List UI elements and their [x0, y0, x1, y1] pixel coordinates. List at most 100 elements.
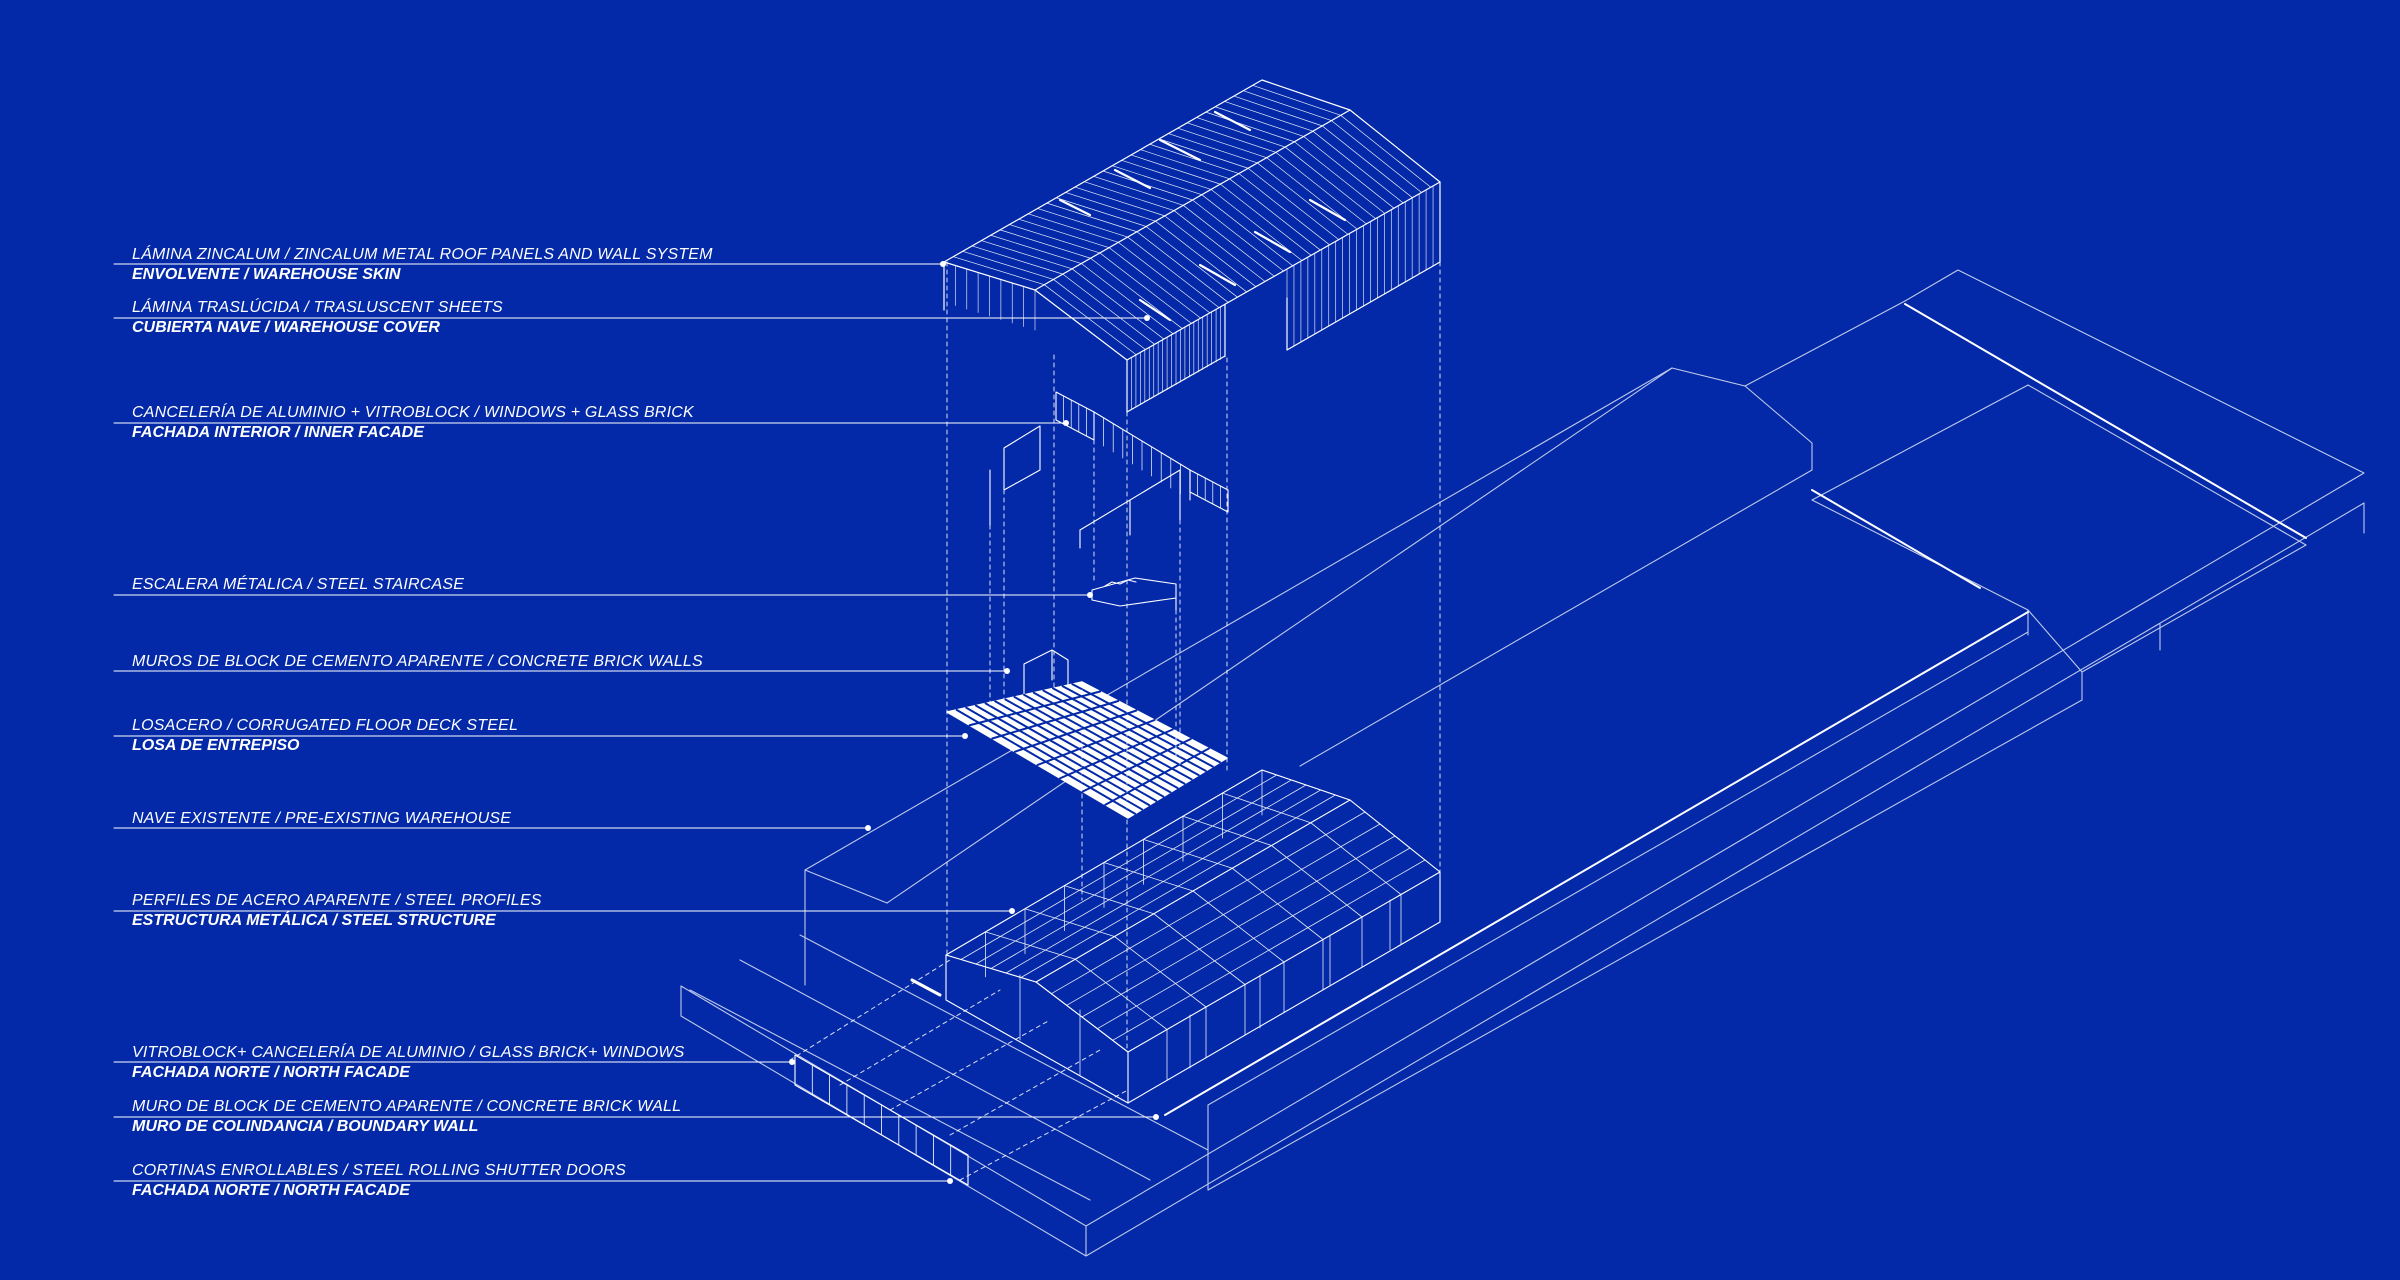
- label-steel-profiles: PERFILES DE ACERO APARENTE / STEEL PROFI…: [132, 891, 542, 931]
- roof-rib: [1043, 284, 1137, 356]
- roof-rib: [962, 250, 1054, 280]
- roof-rib: [1145, 226, 1238, 298]
- roof-rib: [981, 240, 1073, 270]
- roof-rib: [1046, 202, 1138, 233]
- roof-rib: [1164, 215, 1257, 288]
- inner-facade-pieces: [989, 391, 1229, 549]
- roof-rib: [999, 229, 1091, 259]
- roof-rib: [1140, 149, 1230, 180]
- roof-rib: [1284, 146, 1376, 219]
- roof-rib: [1018, 218, 1110, 248]
- frame-purlin: [1005, 789, 1322, 974]
- label-inner-facade: CANCELERÍA DE ALUMINIO + VITROBLOCK / WI…: [132, 403, 694, 443]
- label-floor-deck: LOSACERO / CORRUGATED FLOOR DECK STEEL L…: [132, 716, 518, 756]
- roof-rib: [1233, 95, 1323, 127]
- roof-rib: [1136, 231, 1229, 303]
- roof-rib: [1108, 247, 1201, 319]
- deck-grid-line: [1104, 747, 1210, 806]
- roof-rib: [1158, 138, 1249, 169]
- roof-rib: [1083, 181, 1175, 211]
- roof-rib: [1205, 111, 1295, 143]
- roof-rib: [953, 256, 1045, 286]
- leader-dots: [789, 261, 1159, 1184]
- label-text: ESCALERA MÉTALICA / STEEL STAIRCASE: [132, 576, 465, 593]
- label-text: LÁMINA TRASLÚCIDA / TRASLUSCENT SHEETS: [132, 299, 503, 316]
- roof-rib: [1186, 122, 1277, 153]
- roof-rib: [1303, 136, 1395, 209]
- roof-rib: [1182, 204, 1275, 277]
- boundary-wall-top: [1164, 611, 2029, 1116]
- roof-rib: [1201, 194, 1294, 267]
- roof-rib: [1062, 273, 1155, 345]
- label-pre-existing: NAVE EXISTENTE / PRE-EXISTING WAREHOUSE: [132, 809, 511, 829]
- roof-rib: [1009, 224, 1101, 254]
- deck-grid-line: [1013, 709, 1138, 753]
- roof-rib: [1321, 125, 1413, 199]
- label-subtext: FACHADA NORTE / NORTH FACADE: [132, 1182, 410, 1199]
- leader-lines: [113, 263, 1157, 1182]
- roof-rib: [1312, 130, 1404, 204]
- label-subtext: MURO DE COLINDANCIA / BOUNDARY WALL: [132, 1118, 479, 1135]
- roof-rib: [1027, 213, 1119, 243]
- frame-purlin: [1096, 847, 1411, 1030]
- label-text: PERFILES DE ACERO APARENTE / STEEL PROFI…: [132, 892, 542, 909]
- roof-rib: [1168, 133, 1258, 164]
- label-block-walls: MUROS DE BLOCK DE CEMENTO APARENTE / CON…: [132, 652, 703, 672]
- deck-grid-line: [1081, 738, 1192, 793]
- roof-rib: [1257, 162, 1349, 235]
- label-boundary-wall: MURO DE BLOCK DE CEMENTO APARENTE / CONC…: [132, 1097, 681, 1137]
- north-facade-windows: [794, 978, 969, 1186]
- frame-purlin: [975, 779, 1292, 965]
- roof-rib: [1173, 210, 1266, 282]
- label-north-windows: VITROBLOCK+ CANCELERÍA DE ALUMINIO / GLA…: [132, 1043, 685, 1083]
- roof-rib: [1331, 120, 1422, 193]
- roof-rib: [1210, 189, 1303, 261]
- roof-rib: [1252, 85, 1342, 116]
- floor-deck: [946, 681, 1228, 819]
- translucent-strips: [1058, 110, 1347, 322]
- deck-grid-line: [968, 690, 1102, 727]
- roof-rib: [1121, 159, 1212, 190]
- label-translucent: LÁMINA TRASLÚCIDA / TRASLUSCENT SHEETS C…: [132, 298, 503, 338]
- frame-purlin: [1020, 794, 1336, 978]
- roof-rib: [1224, 101, 1314, 132]
- roof-rib: [1242, 90, 1332, 121]
- roof-rib: [1229, 178, 1321, 251]
- roof-rib: [1118, 242, 1211, 314]
- frame-purlin: [1066, 823, 1381, 1006]
- roof-rib: [1177, 127, 1267, 158]
- roof-rib: [1275, 152, 1367, 225]
- frame-purlin: [990, 784, 1307, 969]
- label-subtext: CUBIERTA NAVE / WAREHOUSE COVER: [132, 319, 440, 336]
- frame-purlin: [960, 774, 1278, 960]
- roof-rib: [1214, 106, 1305, 137]
- label-text: CORTINAS ENROLLABLES / STEEL ROLLING SHU…: [132, 1162, 626, 1179]
- roof-rib: [1247, 167, 1340, 240]
- label-text: LOSACERO / CORRUGATED FLOOR DECK STEEL: [132, 717, 519, 734]
- roof-rib: [1340, 114, 1432, 188]
- steel-structure: [945, 769, 1441, 1104]
- label-text: MUROS DE BLOCK DE CEMENTO APARENTE / CON…: [132, 653, 703, 670]
- label-text: LÁMINA ZINCALUM / ZINCALUM METAL ROOF PA…: [132, 246, 713, 263]
- label-text: NAVE EXISTENTE / PRE-EXISTING WAREHOUSE: [132, 810, 512, 827]
- roof-rib: [1155, 220, 1248, 293]
- label-text: CANCELERÍA DE ALUMINIO + VITROBLOCK / WI…: [132, 404, 694, 421]
- roof-rib: [1074, 186, 1166, 217]
- roof-rib: [1112, 165, 1203, 196]
- label-subtext: LOSA DE ENTREPISO: [132, 737, 300, 754]
- steel-staircase: [1091, 577, 1177, 611]
- roof-rib: [1294, 141, 1386, 214]
- frame-purlin: [1081, 835, 1396, 1018]
- label-subtext: FACHADA INTERIOR / INNER FACADE: [132, 424, 424, 441]
- deck-grid-line: [991, 700, 1120, 740]
- deck-grid-line: [1036, 719, 1156, 766]
- label-subtext: ENVOLVENTE / WAREHOUSE SKIN: [132, 266, 401, 283]
- label-shutter-doors: CORTINAS ENROLLABLES / STEEL ROLLING SHU…: [132, 1161, 626, 1201]
- roof-rib: [1065, 192, 1156, 222]
- site-outline: [680, 269, 2365, 1257]
- label-staircase: ESCALERA MÉTALICA / STEEL STAIRCASE: [132, 575, 464, 595]
- roof-rib: [1127, 236, 1220, 308]
- roof-rib: [1102, 170, 1193, 201]
- roof-rib: [1149, 143, 1240, 174]
